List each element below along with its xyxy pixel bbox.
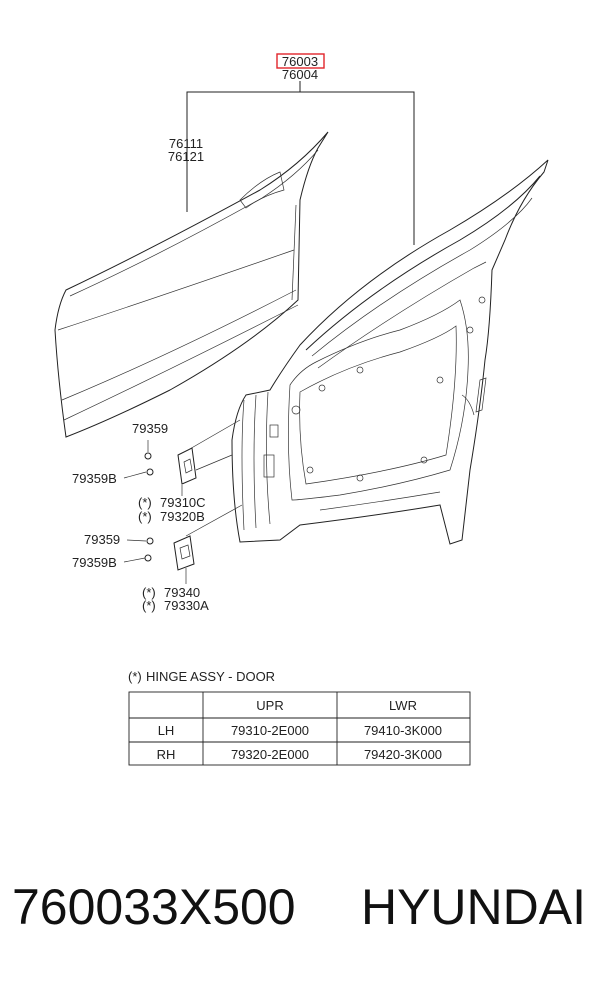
part-footer: 760033X500 HYUNDAI: [0, 872, 600, 942]
upper-bolts: [144, 440, 154, 476]
part-number: 760033X500: [12, 879, 296, 935]
callout-79359-upper[interactable]: 79359: [132, 421, 168, 436]
star-mark-lower-a: (*): [142, 585, 156, 600]
callout-76003[interactable]: 76003: [282, 54, 318, 69]
table-row-lh-lwr[interactable]: 79410-3K000: [364, 723, 442, 738]
assy-leader-right: [300, 91, 415, 245]
callout-76121[interactable]: 76121: [168, 149, 204, 164]
callout-79359-lower[interactable]: 79359: [84, 532, 120, 547]
table-star-mark: (*): [128, 669, 142, 684]
leader-79359b-lower: [123, 557, 146, 563]
hinge-table: [128, 691, 471, 766]
table-header-upr: UPR: [256, 698, 283, 713]
hinge-table-title: HINGE ASSY - DOOR: [146, 669, 275, 684]
table-row-rh-upr[interactable]: 79320-2E000: [231, 747, 309, 762]
star-mark-upper-b: (*): [138, 509, 152, 524]
callout-76111[interactable]: 76111: [169, 136, 203, 151]
callout-79359b-lower[interactable]: 79359B: [72, 555, 117, 570]
lower-bolts: [144, 537, 154, 562]
door-frame: [231, 159, 549, 545]
brand-name: HYUNDAI: [360, 879, 586, 935]
table-row-lh-side: LH: [158, 723, 175, 738]
outer-door-panel: [54, 131, 329, 438]
callout-79310c[interactable]: 79310C: [160, 495, 206, 510]
star-mark-upper-a: (*): [138, 495, 152, 510]
callout-79320b[interactable]: 79320B: [160, 509, 205, 524]
callout-highlight-box: [276, 53, 325, 69]
table-row-rh-lwr[interactable]: 79420-3K000: [364, 747, 442, 762]
callout-76004[interactable]: 76004: [282, 67, 318, 82]
table-row-lh-upr[interactable]: 79310-2E000: [231, 723, 309, 738]
upper-hinge[interactable]: [177, 419, 241, 485]
leader-79359b-upper: [123, 471, 147, 479]
callout-79359b-upper[interactable]: 79359B: [72, 471, 117, 486]
table-row-rh-side: RH: [157, 747, 176, 762]
assy-leader-bracket: [186, 81, 301, 212]
callout-79330a[interactable]: 79330A: [164, 598, 209, 613]
lower-hinge[interactable]: [173, 504, 243, 584]
leader-79359-lower: [126, 539, 147, 542]
star-mark-lower-b: (*): [142, 598, 156, 613]
table-header-lwr: LWR: [389, 698, 417, 713]
callout-79340[interactable]: 79340: [164, 585, 200, 600]
